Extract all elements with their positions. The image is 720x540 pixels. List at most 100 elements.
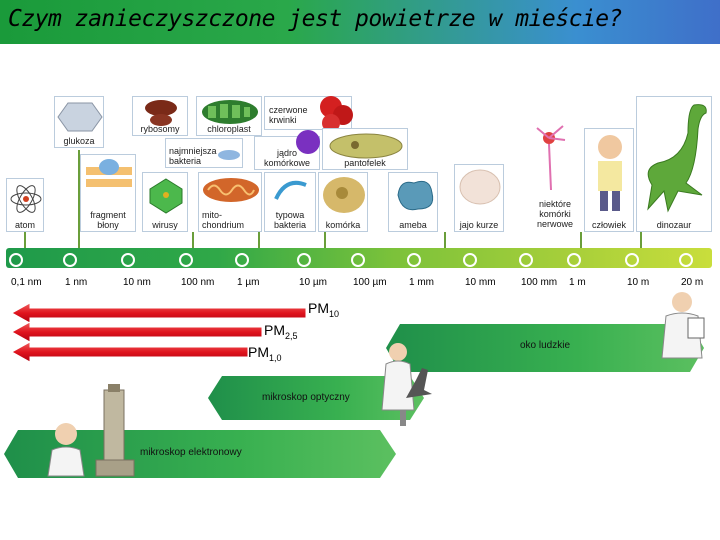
- scale-tick-label: 0,1 nm: [8, 277, 45, 291]
- scale-tick: [235, 253, 249, 267]
- label-jajo: jajo kurze: [459, 220, 499, 230]
- ribosome-icon: [145, 100, 177, 126]
- bacterium-icon: [274, 180, 307, 200]
- card-najmniejsza: najmniejsza bakteria: [165, 138, 243, 168]
- title-bar: Czym zanieczyszczone jest powietrze w mi…: [0, 0, 720, 44]
- card-czerwone: czerwone krwinki: [264, 96, 353, 132]
- glucose-icon: [57, 102, 103, 132]
- card-fragment: fragment błony: [80, 154, 136, 232]
- scale-tick: [297, 253, 311, 267]
- card-mitochondrium: mito- chondrium: [198, 172, 262, 232]
- nucleus-icon: [296, 130, 320, 154]
- virus-icon: [149, 178, 183, 214]
- scale-tick-label: 10 µm: [296, 277, 330, 291]
- label-atom: atom: [14, 220, 35, 230]
- scale-tick: [519, 253, 533, 267]
- electron-range-label: mikroskop elektronowy: [140, 447, 242, 458]
- optical-range-arrow: [208, 376, 424, 420]
- label-ameba: ameba: [399, 220, 427, 230]
- neuron-icon: [536, 125, 566, 191]
- card-glukoza: glukoza: [54, 96, 104, 148]
- scale-tick: [63, 253, 77, 267]
- scale-tick: [407, 253, 421, 267]
- scale-tick: [351, 253, 365, 267]
- scale-tick: [625, 253, 639, 267]
- label-czlowiek: człowiek: [591, 220, 626, 230]
- membrane-icon: [86, 159, 132, 187]
- pm10-base: PM: [308, 300, 329, 316]
- label-czerwone: czerwone krwinki: [269, 105, 308, 125]
- pm25-arrow: [10, 321, 263, 343]
- cell-icon: [323, 177, 365, 213]
- card-jajo: jajo kurze: [454, 164, 504, 232]
- bracket: [580, 232, 582, 254]
- electron-microscope-icon: [95, 384, 135, 477]
- scale-tick: [679, 253, 693, 267]
- scale-tick: [463, 253, 477, 267]
- label-jadro: jądro komórkowe: [263, 148, 310, 168]
- scale-tick-label: 10 m: [624, 277, 653, 291]
- scientist-microscope-icon: [381, 343, 432, 426]
- scale-tick-label: 10 mm: [462, 277, 499, 291]
- bracket: [78, 150, 80, 254]
- pm10-label: PM10: [308, 300, 339, 319]
- atom-icon: [10, 185, 42, 213]
- card-dinozaur: dinozaur: [636, 96, 712, 232]
- bracket: [640, 232, 642, 254]
- scale-tick: [9, 253, 23, 267]
- pm1-base: PM: [248, 344, 269, 360]
- bracket: [24, 232, 26, 254]
- card-jadro: jądro komórkowe: [254, 130, 320, 170]
- pm25-base: PM: [264, 322, 285, 338]
- pm-arrows: [10, 302, 307, 363]
- eye-range-label: oko ludzkie: [520, 340, 571, 351]
- red-blood-cells-icon: [320, 96, 353, 132]
- card-atom: atom: [6, 178, 44, 232]
- bracket: [258, 232, 260, 254]
- scale-tick-label: 100 µm: [350, 277, 390, 291]
- page-title: Czym zanieczyszczone jest powietrze w mi…: [8, 6, 622, 32]
- label-najmniejsza: najmniejsza bakteria: [169, 146, 217, 166]
- paramecium-icon: [329, 133, 403, 159]
- card-wirusy: wirusy: [142, 172, 188, 232]
- scale-tick: [121, 253, 135, 267]
- pm1-sub: 1,0: [269, 352, 282, 363]
- label-komorka: komórka: [325, 220, 361, 230]
- range-arrows: [4, 324, 704, 478]
- pm10-0-arrow: [10, 341, 249, 363]
- bracket: [192, 232, 194, 254]
- card-ameba: ameba: [388, 172, 438, 232]
- small-bacterium-icon: [218, 150, 240, 160]
- eye-range-arrow: [386, 324, 704, 372]
- scale-tick-label: 1 µm: [234, 277, 263, 291]
- label-wirusy: wirusy: [152, 220, 178, 230]
- bracket: [324, 232, 326, 254]
- card-pantofelek: pantofelek: [322, 128, 408, 170]
- label-fragment: fragment błony: [90, 210, 126, 230]
- label-chloroplast: chloroplast: [207, 124, 251, 134]
- card-niektore: niektóre komórki nerwowe: [528, 124, 582, 232]
- optical-range-label: mikroskop optyczny: [262, 392, 350, 403]
- label-rybosomy: rybosomy: [140, 124, 180, 134]
- pm1-label: PM1,0: [248, 344, 282, 363]
- scale-tick: [567, 253, 581, 267]
- scientist-right-icon: [661, 292, 705, 359]
- pm25-label: PM2,5: [264, 322, 298, 341]
- pm10-sub: 10: [329, 308, 340, 319]
- egg-icon: [459, 169, 501, 205]
- scale-tick-label: 1 mm: [406, 277, 437, 291]
- label-mitochondrium: mito- chondrium: [202, 210, 245, 230]
- label-niektore: niektóre komórki nerwowe: [536, 199, 574, 229]
- label-glukoza: glukoza: [63, 136, 95, 146]
- mitochondrion-icon: [203, 178, 259, 202]
- person-icon: [598, 135, 622, 211]
- scale-tick-label: 100 mm: [518, 277, 561, 291]
- label-typowa: typowa bakteria: [273, 210, 307, 230]
- scientist-left-icon: [47, 423, 85, 477]
- label-pantofelek: pantofelek: [344, 158, 386, 168]
- bracket: [444, 232, 446, 254]
- card-chloroplast: chloroplast: [196, 96, 262, 136]
- amoeba-icon: [397, 180, 434, 211]
- scale-tick-label: 100 nm: [178, 277, 218, 291]
